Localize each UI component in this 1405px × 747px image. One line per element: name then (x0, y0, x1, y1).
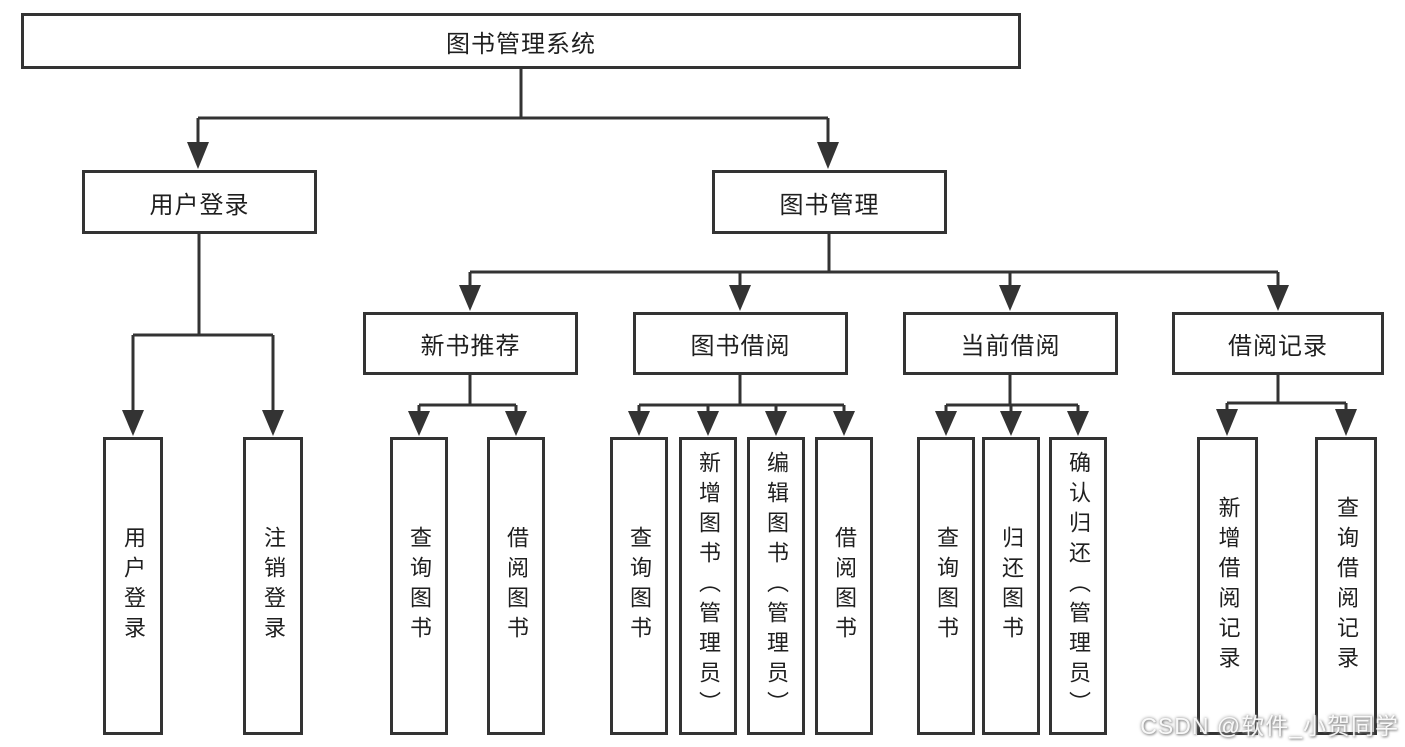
node-bb-add-label: 新增图书（管理员） (696, 451, 721, 721)
node-logout-leaf-label: 注销登录 (261, 526, 286, 646)
node-br-add-leaf: 新增借阅记录 (1197, 437, 1258, 735)
connector-book-mgmt-children (468, 233, 1280, 285)
node-cb-return-leaf: 归还图书 (982, 437, 1040, 735)
connector-borrow-record-children (1225, 375, 1348, 409)
connector-root-to-level2 (196, 68, 830, 142)
arrowhead-br-add (1216, 409, 1238, 436)
arrowhead-book-mgmt (817, 142, 839, 169)
node-bb-query-label: 查询图书 (627, 526, 652, 646)
node-nb-borrow-leaf: 借阅图书 (487, 437, 545, 735)
node-book-mgmt: 图书管理 (712, 170, 947, 234)
node-cb-query-label: 查询图书 (934, 526, 959, 646)
node-bb-borrow-leaf: 借阅图书 (815, 437, 873, 735)
node-new-book: 新书推荐 (363, 312, 578, 375)
node-bb-edit-leaf: 编辑图书（管理员） (747, 437, 805, 735)
node-book-borrow-label: 图书借阅 (690, 333, 791, 360)
node-bb-query-leaf: 查询图书 (610, 437, 668, 735)
node-logout-leaf: 注销登录 (243, 437, 303, 735)
node-user-login: 用户登录 (82, 170, 317, 234)
node-bb-edit-label: 编辑图书（管理员） (764, 451, 789, 721)
arrowhead-book-borrow (729, 285, 751, 311)
node-bb-add-leaf: 新增图书（管理员） (679, 437, 737, 735)
node-cb-query-leaf: 查询图书 (917, 437, 975, 735)
node-nb-query-leaf: 查询图书 (390, 437, 448, 735)
arrowhead-cb-query (935, 411, 957, 436)
node-root: 图书管理系统 (21, 13, 1021, 69)
node-nb-query-label: 查询图书 (407, 526, 432, 646)
node-bb-borrow-label: 借阅图书 (832, 526, 857, 646)
arrowhead-nb-borrow (505, 411, 527, 436)
node-nb-borrow-label: 借阅图书 (504, 526, 529, 646)
node-cb-confirm-leaf: 确认归还（管理员） (1049, 437, 1107, 735)
node-user-login-label: 用户登录 (149, 191, 250, 219)
connector-new-book-children (417, 375, 518, 411)
node-borrow-record: 借阅记录 (1172, 312, 1384, 375)
node-root-label: 图书管理系统 (446, 30, 596, 58)
node-borrow-record-label: 借阅记录 (1228, 333, 1328, 360)
arrowhead-br-query (1335, 409, 1357, 436)
arrowhead-bb-borrow (833, 411, 855, 436)
arrowhead-cb-return (1000, 411, 1022, 436)
node-book-mgmt-label: 图书管理 (779, 191, 880, 219)
node-book-borrow: 图书借阅 (633, 312, 848, 375)
node-new-book-label: 新书推荐 (420, 333, 521, 360)
node-current-borrow-label: 当前借阅 (960, 333, 1061, 360)
node-user-login-leaf: 用户登录 (103, 437, 163, 735)
node-br-query-label: 查询借阅记录 (1334, 496, 1359, 676)
node-br-add-label: 新增借阅记录 (1215, 496, 1241, 676)
arrowhead-bb-query (628, 411, 650, 436)
arrowhead-current-borrow (999, 285, 1021, 311)
node-user-login-leaf-label: 用户登录 (121, 526, 146, 646)
arrowhead-bb-add (697, 411, 719, 436)
arrowhead-bb-edit (765, 411, 787, 436)
node-br-query-leaf: 查询借阅记录 (1315, 437, 1377, 735)
node-cb-return-label: 归还图书 (999, 526, 1024, 646)
arrowhead-new-book (459, 285, 481, 311)
arrowhead-nb-query (408, 411, 430, 436)
node-cb-confirm-label: 确认归还（管理员） (1066, 451, 1091, 721)
arrowhead-borrow-record (1267, 285, 1289, 311)
arrowhead-user-login-leaf (122, 410, 144, 436)
connector-user-login-children (131, 233, 275, 410)
node-current-borrow: 当前借阅 (903, 312, 1118, 375)
connector-book-borrow-children (637, 375, 846, 411)
arrowhead-cb-confirm (1067, 411, 1089, 436)
arrowhead-logout-leaf (262, 410, 284, 436)
arrowhead-user-login (187, 142, 209, 169)
connector-current-borrow-children (944, 375, 1080, 411)
